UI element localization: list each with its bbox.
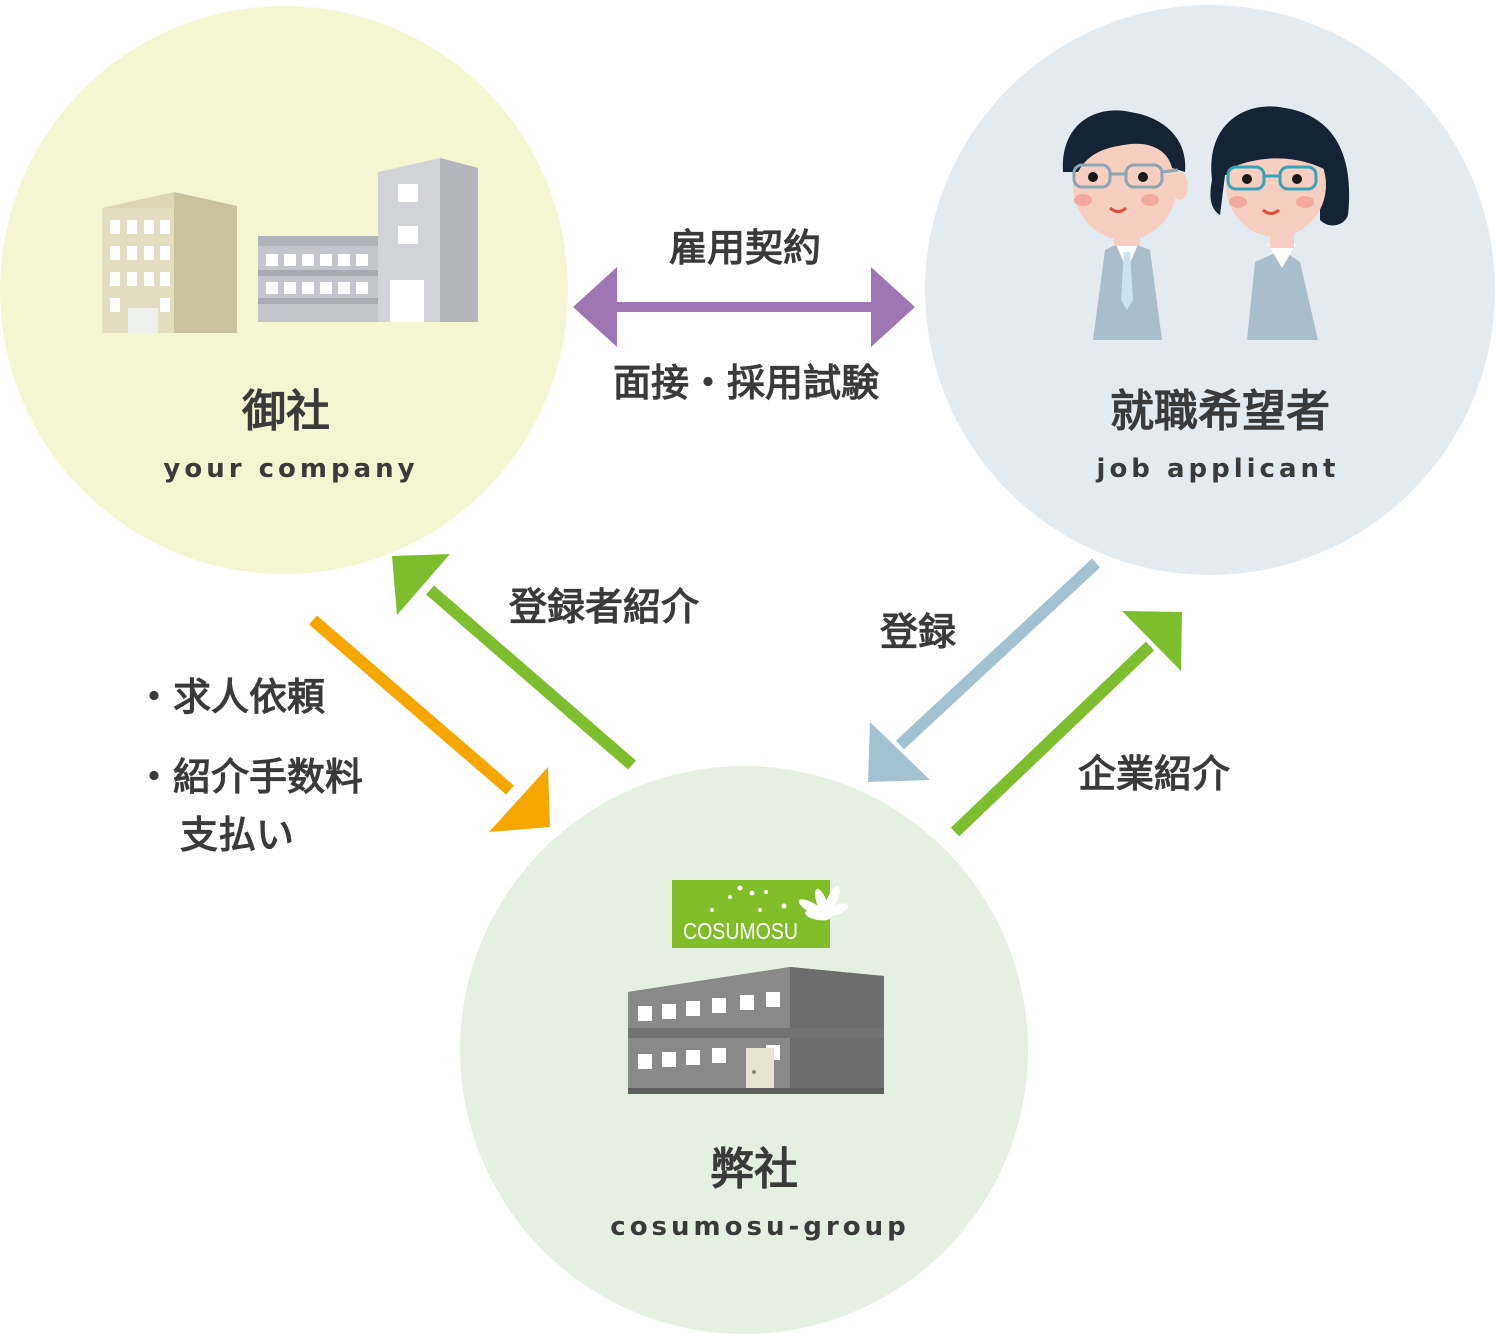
door [746,1048,774,1094]
job-applicants-icon [1062,106,1350,340]
request-label-line3: 支払い [180,813,294,857]
cosumosu-logo: COSUMOSU [672,880,849,948]
company-subtitle: your company [163,454,418,484]
request-label-line1: ・求人依頼 [135,675,326,719]
company-intro-label: 企業紹介 [1078,752,1231,796]
company-title: 御社 [241,386,330,437]
cosumosu-title: 弊社 [710,1144,798,1195]
cosumosu-subtitle: cosumosu-group [610,1212,909,1242]
registration-arrow [868,558,1101,782]
applicant-title: 就職希望者 [1110,386,1330,437]
company-intro-arrow [950,611,1182,837]
interview-label: 面接・採用試験 [613,361,880,405]
request-arrow [309,615,550,832]
logo-text: COSUMOSU [683,918,798,944]
flower-icon [798,886,849,921]
office-buildings-icon [102,158,478,333]
applicant-subtitle: job applicant [1096,454,1340,484]
contract-label: 雇用契約 [669,226,821,270]
candidate-intro-label: 登録者紹介 [508,585,700,629]
contract-arrow [573,267,915,347]
cosumosu-office-icon [628,967,884,1094]
applicant-circle [925,5,1495,575]
candidate-intro-arrow [392,554,636,770]
request-label-line2: ・紹介手数料 [135,755,363,799]
registration-label: 登録 [879,610,957,654]
